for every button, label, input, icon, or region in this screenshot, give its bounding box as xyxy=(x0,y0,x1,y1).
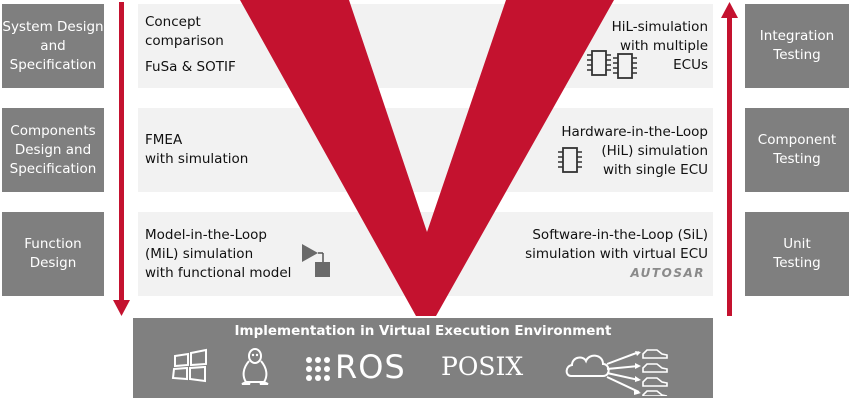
right-row-1: HiL-simulation with multiple ECUs xyxy=(612,18,708,75)
left-row-2: FMEA with simulation xyxy=(145,131,248,169)
linux-penguin-icon xyxy=(241,348,269,385)
right-row-2-line2: (HiL) simulation xyxy=(601,143,708,159)
posix-label: POSIX xyxy=(441,352,524,381)
left-row-1-line2: comparison xyxy=(145,33,224,49)
left-row-1: Concept comparison FuSa & SOTIF xyxy=(145,13,236,77)
right-box-unit-testing: Unit Testing xyxy=(745,212,849,296)
left-row-2-line2: with simulation xyxy=(145,151,249,167)
right-row-1-line2: with multiple xyxy=(619,38,708,54)
ros-label: ROS xyxy=(335,348,406,386)
autosar-logo: AUTOSAR xyxy=(630,266,705,280)
left-row-3-line2: (MiL) simulation xyxy=(145,246,254,262)
right-box-label: Integration Testing xyxy=(759,28,835,63)
up-arrow xyxy=(721,2,738,316)
down-arrow xyxy=(113,2,130,316)
left-row-3-line3: with functional model xyxy=(145,265,292,281)
windows-icon xyxy=(171,348,207,383)
cloud-icon xyxy=(565,354,610,377)
right-box-label: Component Testing xyxy=(757,132,837,167)
left-box-system-design: System Design and Specification xyxy=(2,4,104,88)
right-row-1-line1: HiL-simulation xyxy=(611,19,708,35)
left-row-3-line1: Model-in-the-Loop xyxy=(145,227,267,243)
implementation-bar: Implementation in Virtual Execution Envi… xyxy=(133,318,713,398)
right-box-label: Unit Testing xyxy=(773,236,821,271)
right-row-1-line3: ECUs xyxy=(673,57,708,73)
left-row-1-line3: FuSa & SOTIF xyxy=(145,59,236,75)
left-row-3: Model-in-the-Loop (MiL) simulation with … xyxy=(145,226,291,283)
right-row-3: Software-in-the-Loop (SiL) simulation wi… xyxy=(525,226,708,264)
implementation-title: Implementation in Virtual Execution Envi… xyxy=(234,323,612,339)
left-box-label: Function Design xyxy=(24,236,82,271)
single-ecu-chip-icon xyxy=(558,147,582,173)
right-row-2-line3: with single ECU xyxy=(602,162,708,178)
band-row-2 xyxy=(138,108,713,192)
right-row-2-line1: Hardware-in-the-Loop xyxy=(561,124,708,140)
cloud-to-cars-icon xyxy=(565,349,668,396)
right-row-2: Hardware-in-the-Loop (HiL) simulation wi… xyxy=(561,123,708,180)
left-box-function-design: Function Design xyxy=(2,212,104,296)
car-icons xyxy=(642,349,668,396)
right-row-3-line2: simulation with virtual ECU xyxy=(525,246,708,262)
multiple-ecu-chip-icon xyxy=(587,50,637,79)
left-box-components-design: Components Design and Specification xyxy=(2,108,104,192)
functional-model-icon xyxy=(302,244,330,277)
v-shape xyxy=(240,0,614,316)
ros-dots-icon xyxy=(306,357,330,381)
right-row-3-line1: Software-in-the-Loop (SiL) xyxy=(532,227,708,243)
left-row-2-line1: FMEA xyxy=(145,132,183,148)
right-box-integration-testing: Integration Testing xyxy=(745,4,849,88)
left-box-label: Components Design and Specification xyxy=(9,122,97,177)
left-row-1-line1: Concept xyxy=(145,14,201,30)
left-box-label: System Design and Specification xyxy=(2,18,104,73)
right-box-component-testing: Component Testing xyxy=(745,108,849,192)
